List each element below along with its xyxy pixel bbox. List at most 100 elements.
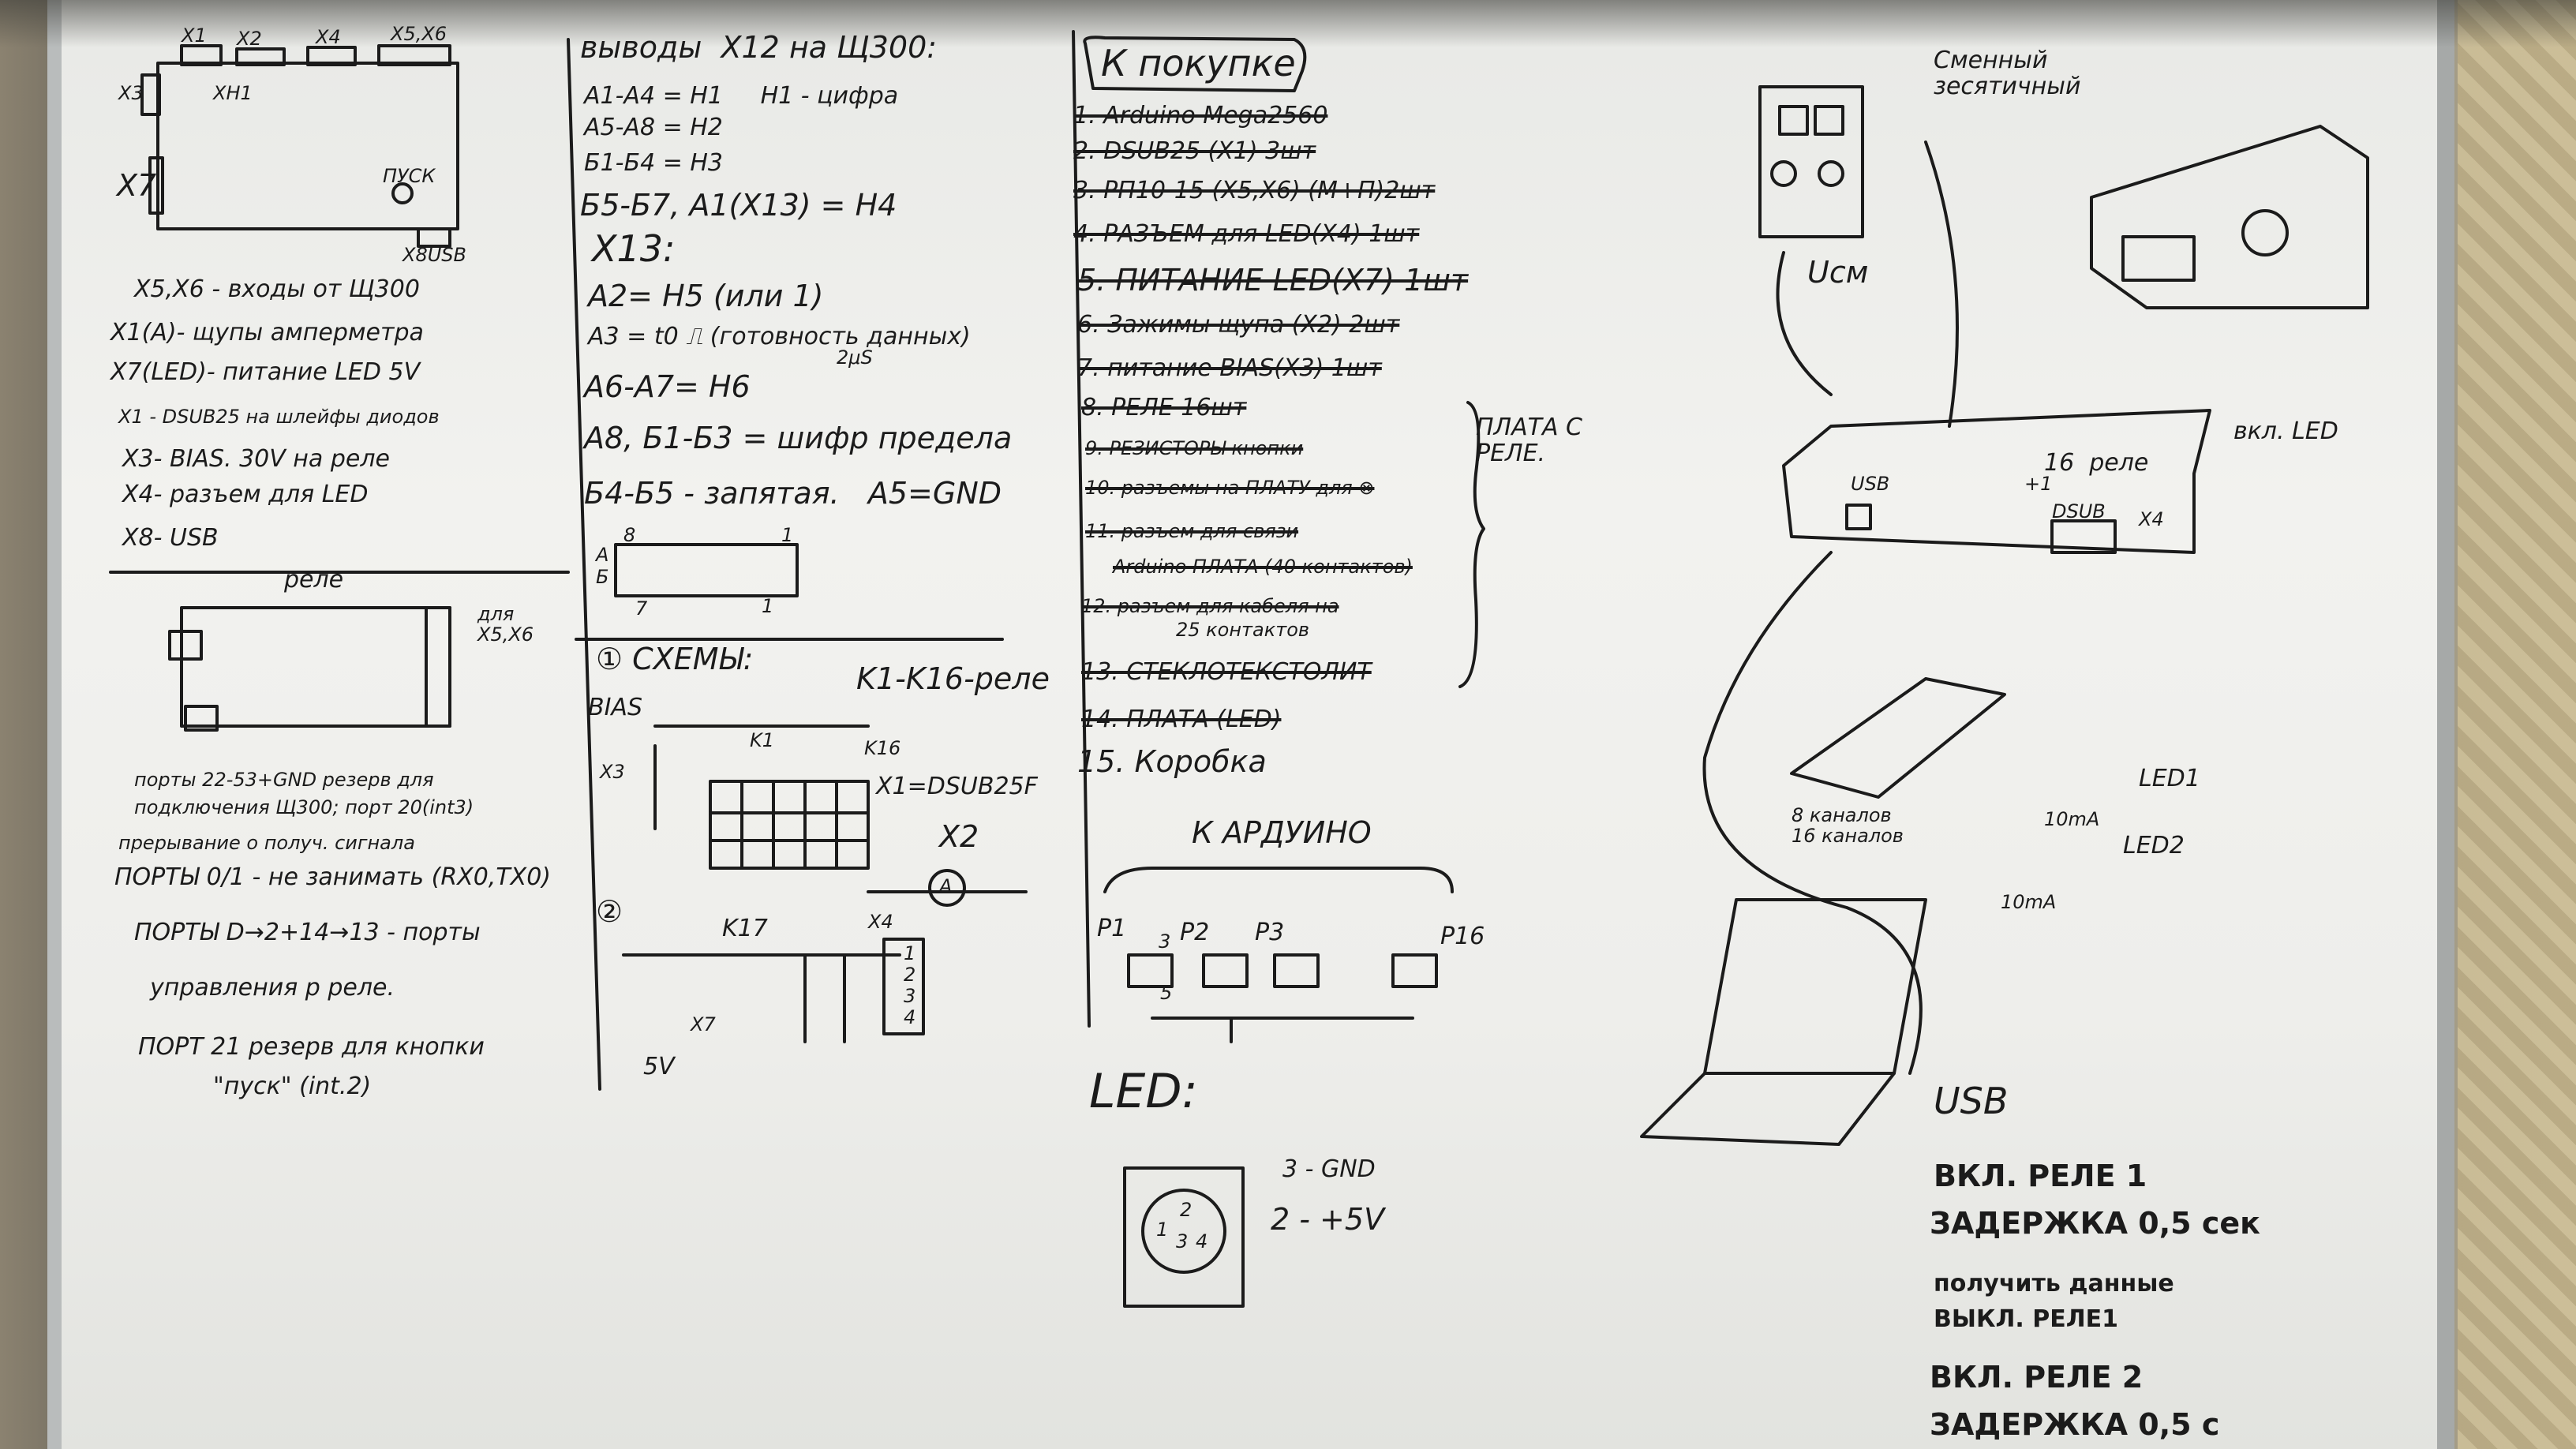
relay-edge [425,606,451,728]
purchase-item: 4. РАЗЪЕМ для LED(X4) 1шт [1073,220,1420,248]
col-divider-1 [567,38,601,1091]
diode-box-label: 8 каналов 16 каналов [1792,804,1904,848]
step-line: ВЫКЛ. РЕЛЕ1 [1934,1305,2118,1333]
socket-number: 2 [1180,1199,1193,1221]
purchase-item: 9. РЕЗИСТОРЫ кнопки [1085,437,1304,459]
step-line: ВКЛ. РЕЛЕ 2 [1930,1360,2144,1395]
x4-scheme-label: X4 [868,911,893,933]
purchase-item: 10. разъемы на ПЛАТУ для ⊗ [1085,477,1375,499]
x4-terminal [882,938,925,1035]
x13-line: A2= H5 (или 1) [588,279,824,313]
connector-x5x6 [377,44,451,66]
diode-board [1790,677,2006,799]
led-title: LED: [1089,1064,1198,1119]
laptop-screen [1703,898,1927,1075]
arduino-pin: P1 [1097,915,1127,942]
x12-line: A5-A8 = H2 [584,114,723,141]
relay-grid [709,780,870,870]
x13-line: A3 = t0 ⎍ (готовность данных) [588,323,971,350]
led-socket-circle [1141,1189,1226,1274]
connector-label: Б [596,566,609,588]
socket-number: 3 [1176,1230,1189,1252]
connector-x7 [148,156,164,215]
arduino-small: 3 [1159,930,1171,953]
relay-box [1782,409,2211,554]
wallpaper [2458,0,2576,1449]
k17-label: K17 [722,915,768,942]
device-outline [156,62,459,230]
ports-note: порты 22-53+GND резерв для [134,769,434,791]
x7-scheme-label: X7 [691,1013,716,1035]
relay-title: реле [284,566,344,593]
purchase-item: 7. питание BIAS(X3) 1шт [1077,354,1382,382]
start-button [391,182,414,204]
legend-line: X8- USB [122,524,219,552]
step-line: ВКЛ. РЕЛЕ 1 [1934,1159,2147,1193]
ma1-label: 10mA [2044,808,2100,830]
arduino-pin: P16 [1440,923,1485,950]
label-x7: X7 [117,168,157,203]
arduino-pin: P2 [1180,919,1210,946]
purchase-item: 12. разъем для кабеля на [1081,595,1339,617]
purchase-item: 11. разъем для связи [1085,520,1299,542]
arduino-pin: P3 [1255,919,1285,946]
socket-number: 1 [1156,1219,1169,1241]
x13-line: Б4-Б5 - запятая. A5=GND [584,476,1002,511]
step-line: ЗАДЕРЖКА 0,5 сек [1930,1206,2260,1241]
purchase-item: Arduino ПЛАТА (40 контактов) [1113,556,1413,578]
ports-note: подключения Щ300; порт 20(int3) [134,796,474,818]
ports-note: ПОРТ 21 резерв для кнопки [138,1033,485,1061]
purchase-item: 1. Arduino Mega2560 [1073,102,1328,129]
purchase-item: 13. СТЕКЛОТЕКСТОЛИТ [1081,658,1372,686]
led-pin-text: 2 - +5V [1271,1202,1385,1237]
v5-label: 5V [643,1053,675,1080]
ports-note: "пуск" (int.2) [213,1073,372,1100]
laptop-base [1640,1072,1896,1146]
purchase-item: 15. Коробка [1077,744,1267,779]
relay-board-label: ПЛАТА С РЕЛЕ. [1476,414,1582,467]
box-led-label: вкл. LED [2233,417,2338,445]
ports-note: прерывание о получ. сигнала [118,832,415,854]
connector-label: 7 [635,597,648,620]
relay-comp2 [184,705,219,732]
power-supply [2090,125,2369,309]
purchase-item: 3. РП10-15 (X5,X6) (M+П)2шт [1073,177,1436,204]
connector-label: A [596,544,609,566]
legend-line: X1 - DSUB25 на шлейфы диодов [118,406,440,428]
legend-line: X1(A)- щупы амперметра [110,319,424,346]
connector-label: 1 [762,595,774,617]
x12-title: выводы X12 на Щ300: [580,30,938,65]
led2-label: LED2 [2123,832,2185,859]
usb-port [417,227,451,248]
x2-label: X2 [939,819,979,854]
bias-label: BIAS [588,694,642,721]
ports-note: ПОРТЫ D→2+14→13 - порты [134,919,481,946]
x13-line: A6-A7= H6 [584,369,751,404]
x4-pin: 3 [904,985,916,1007]
x13-line: A8, Б1-Б3 = шифр предела [584,421,1013,455]
relay-range-label: K1-K16-реле [856,661,1050,696]
x12-line: Б1-Б4 = H3 [584,149,724,177]
x3-label: X3 [600,761,625,783]
purchase-item: 25 контактов [1176,619,1310,641]
label-x2: X2 [237,28,262,50]
purchase-item: 6. Зажимы щупа (X2) 2шт [1077,311,1400,339]
legend-line: X3- BIAS. 30V на реле [122,445,390,473]
socket-number: 4 [1196,1230,1208,1252]
relay-side-label: для X5,X6 [477,603,534,646]
x12-line: A1-A4 = H1 H1 - цифра [584,82,899,110]
usb-cable-label: USB [1934,1080,2009,1122]
step-line: ЗАДЕРЖКА 0,5 с [1930,1407,2220,1442]
x4-pin: 1 [904,942,916,964]
multimeter [1758,85,1864,238]
box-plus-label: +1 [2024,473,2053,495]
k16-label: K16 [864,737,901,759]
legend-line: X7(LED)- питание LED 5V [110,358,421,386]
schemes-title: ① СХЕМЫ: [596,642,754,676]
led1-label: LED1 [2139,765,2200,792]
ports-note: управления р реле. [150,974,395,1002]
purchase-title-box [1083,36,1307,92]
arduino-title: К АРДУИНО [1192,815,1372,850]
connector-x4 [306,46,357,66]
